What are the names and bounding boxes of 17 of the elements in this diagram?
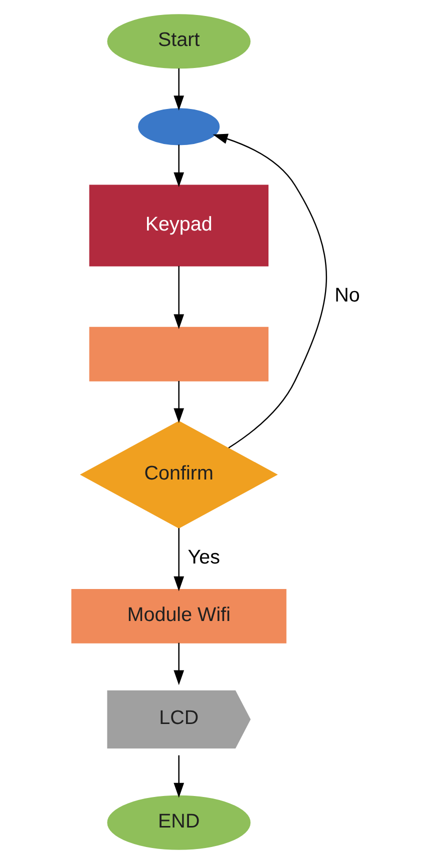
arrow — [174, 754, 184, 798]
node-diamond: Confirm — [80, 420, 278, 528]
arrow — [174, 380, 184, 423]
edge-label: No — [334, 284, 360, 306]
arrow — [174, 68, 184, 110]
node-ellipse: END — [107, 794, 251, 850]
node-ellipse: Start — [107, 14, 251, 68]
arrow — [174, 144, 184, 187]
node-box: Module Wifi — [71, 588, 286, 643]
edge-label: Yes — [188, 546, 220, 568]
node-circle — [138, 108, 220, 145]
arrow — [174, 528, 184, 591]
node-box — [89, 326, 268, 381]
arrow — [174, 642, 184, 685]
arrow — [212, 133, 327, 448]
node-box: Keypad — [89, 184, 268, 266]
arrow — [174, 266, 184, 329]
